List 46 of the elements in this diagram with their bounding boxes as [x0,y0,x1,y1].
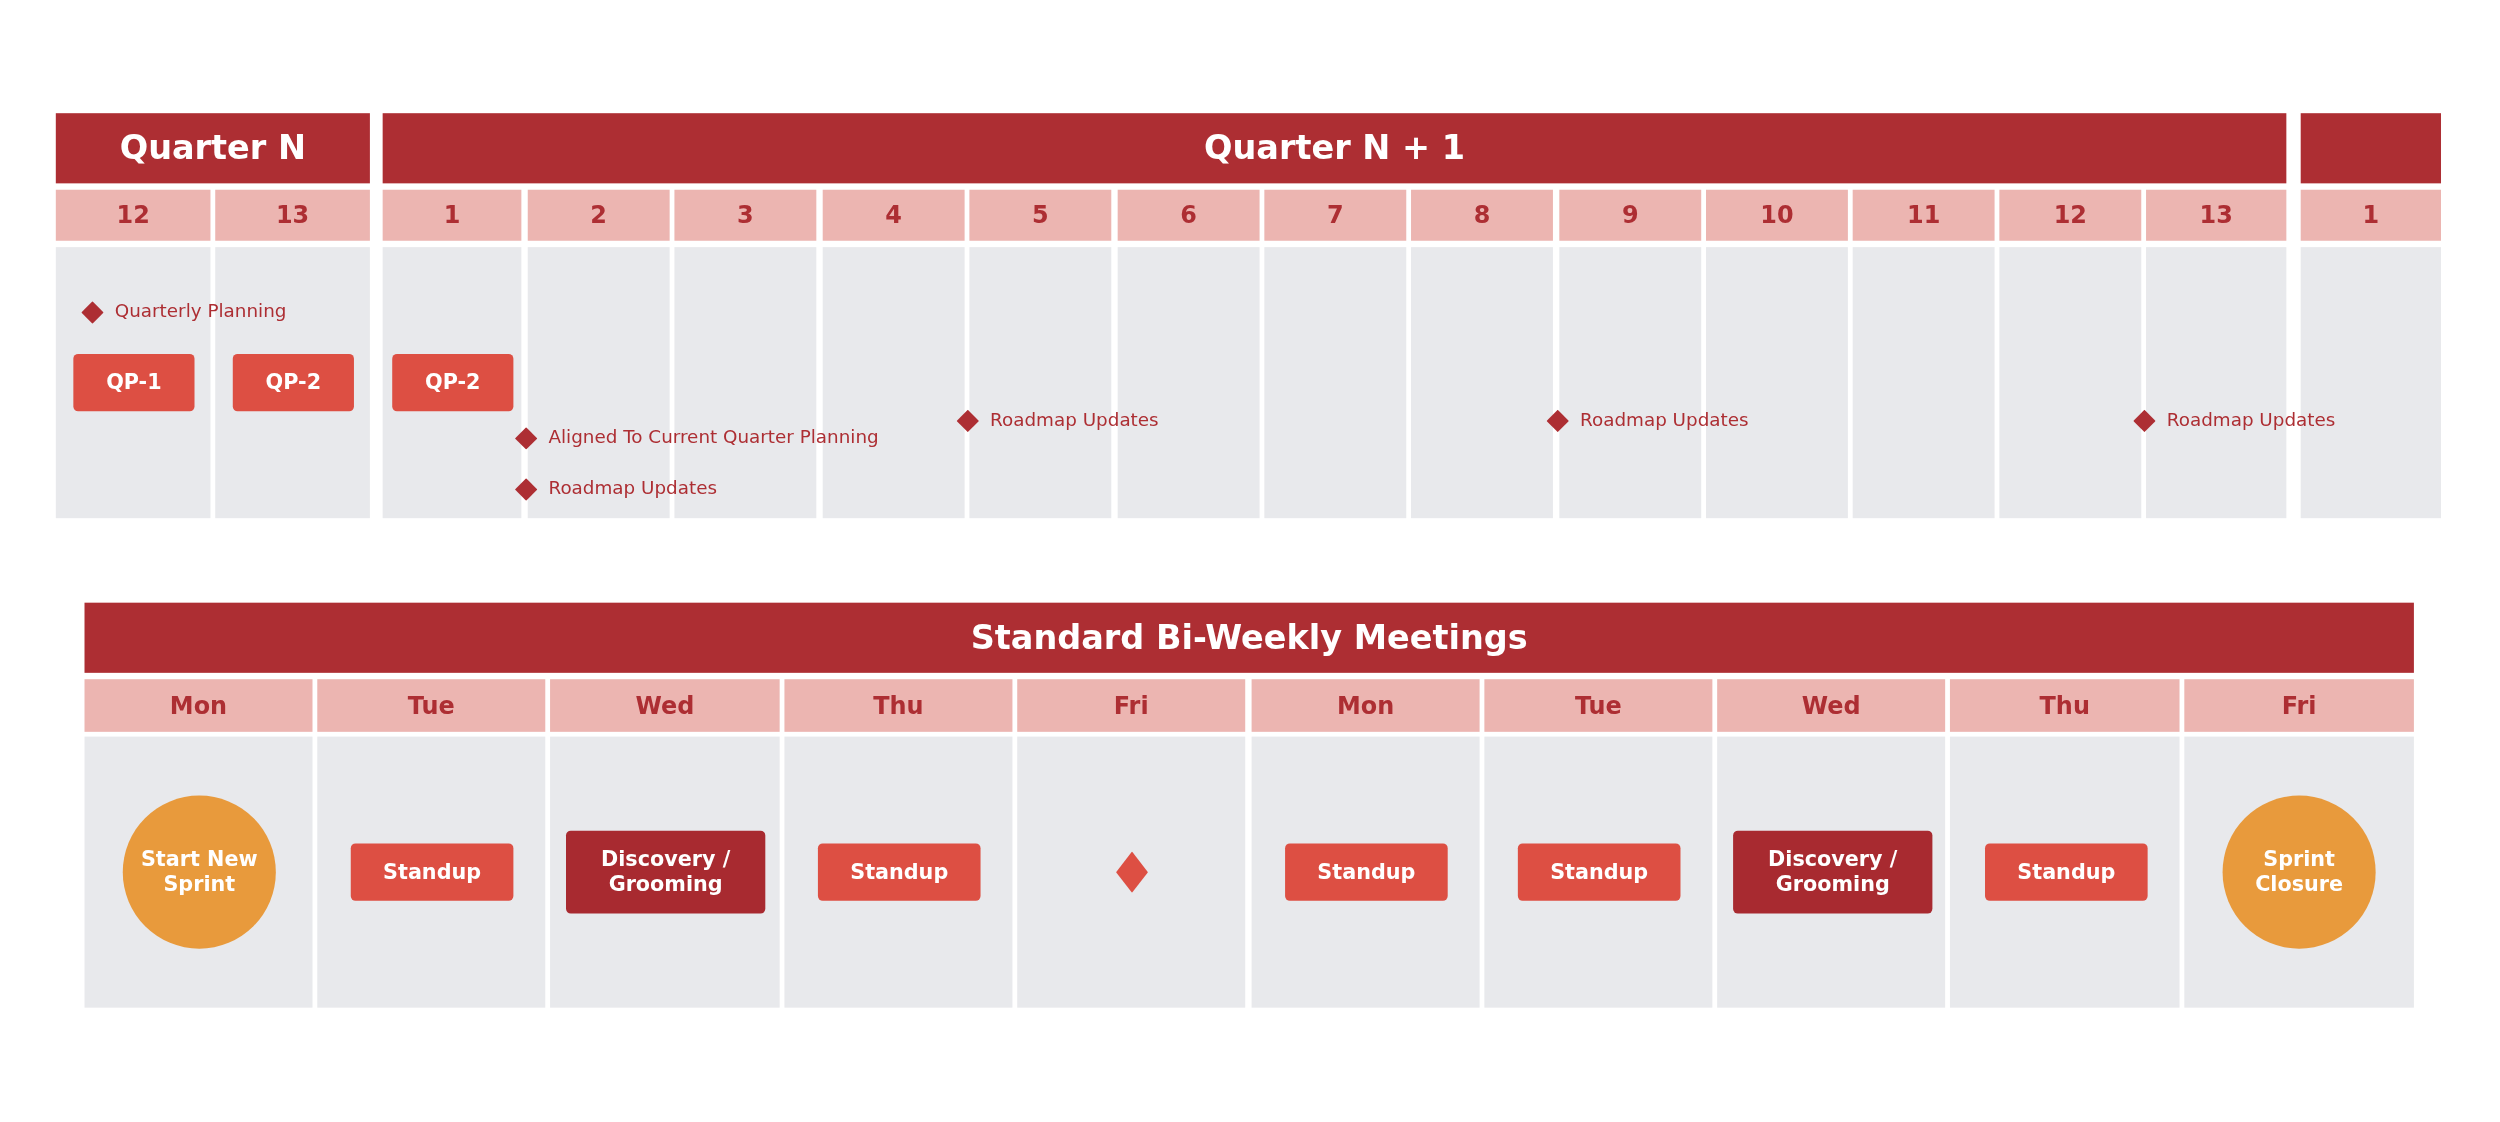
column-header: Thu [1949,679,2180,732]
meeting-box: Discovery / Grooming [1733,830,1933,914]
column-header: 5 [969,189,1112,241]
column-header: 8 [1411,189,1553,241]
column-header: 3 [674,189,817,241]
milestone-label: Roadmap Updates [548,476,717,500]
meeting-box: Discovery / Grooming [566,830,766,914]
meeting-box: QP-2 [392,353,514,412]
column-header: 4 [822,189,965,241]
column-header: Mon [1251,679,1480,732]
column-header: Thu [784,679,1013,732]
header-band: Quarter N + 1 [382,113,2287,184]
header-band: Quarter N [55,113,370,184]
header-band: Standard Bi-Weekly Meetings [84,602,2414,673]
milestone-label: Roadmap Updates [2166,408,2336,431]
column-header: 10 [1706,189,1848,241]
meeting-box: Standup [817,843,981,901]
header-band [2300,113,2441,184]
milestone-label: Quarterly Planning [114,299,287,323]
column-header: 12 [1999,189,2142,241]
column-header: 13 [2146,189,2287,241]
column-header: 1 [382,189,522,241]
column-header: Wed [1717,679,1946,732]
meeting-box: QP-2 [232,353,354,412]
column-header: 11 [1852,189,1995,241]
column-header: 6 [1117,189,1260,241]
milestone-label: Roadmap Updates [990,408,1159,431]
meeting-box: QP-1 [73,353,195,412]
meeting-box: Standup [1285,843,1448,901]
column-header: 2 [527,189,670,241]
milestone-label: Roadmap Updates [1580,408,1749,431]
column-header: 9 [1559,189,1702,241]
milestone-label: Aligned To Current Quarter Planning [548,425,879,448]
column-header: 13 [215,189,370,241]
column-header: Mon [84,679,313,732]
column-header: Fri [1017,679,1246,732]
column-header: 1 [2300,189,2441,241]
column-header: 12 [55,189,211,241]
column-header: Wed [550,679,780,732]
column-header: Tue [1484,679,1713,732]
meeting-box: Standup [1985,843,2148,901]
column-header: Tue [317,679,546,732]
column-header: Fri [2184,679,2414,732]
meeting-box: Standup [1517,843,1681,901]
meeting-box: Standup [350,843,514,901]
column-header: 7 [1264,189,1407,241]
